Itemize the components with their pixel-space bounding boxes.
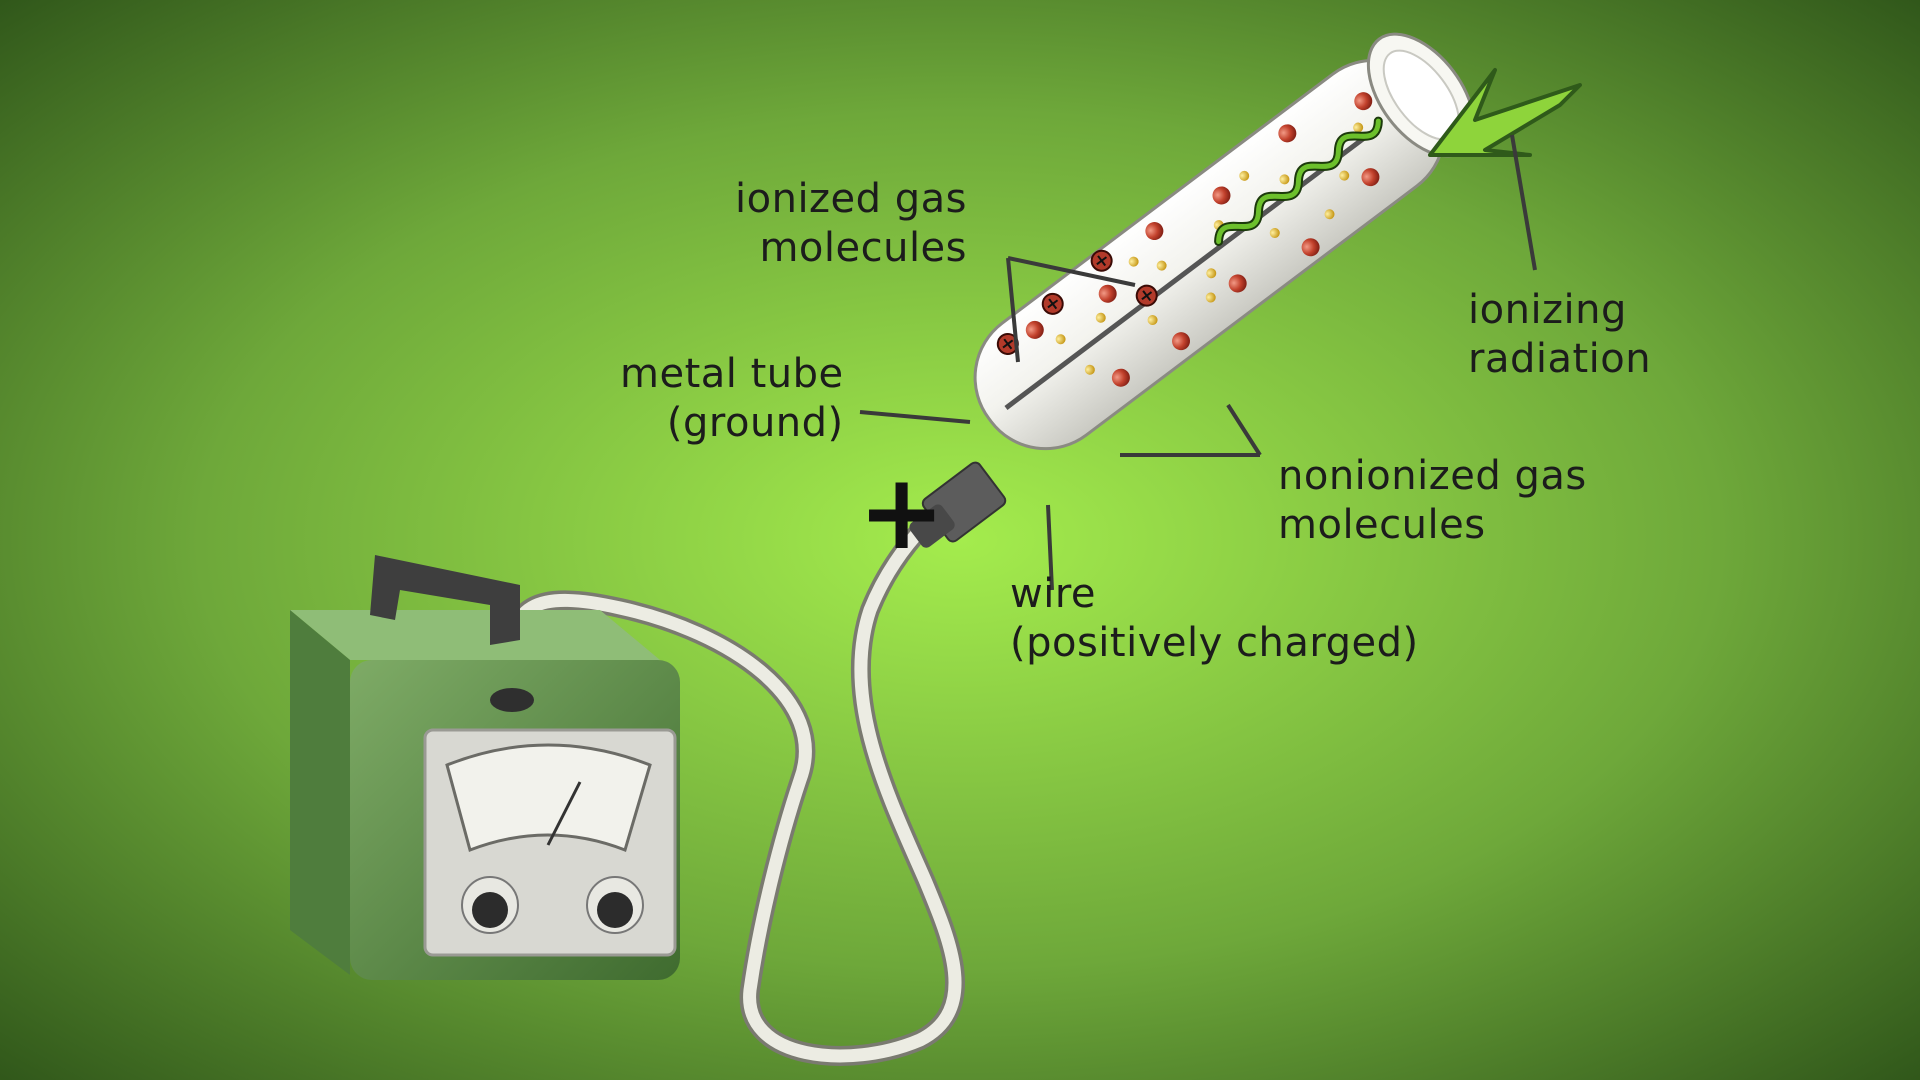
metal-tube bbox=[973, 32, 1476, 451]
leader-lines bbox=[859, 134, 1537, 591]
metal-tube-label: metal tube (ground) bbox=[620, 351, 844, 446]
ion-markers bbox=[996, 249, 1158, 355]
gas-molecules bbox=[1025, 92, 1380, 387]
tube-connector bbox=[909, 461, 1007, 548]
ionized-gas-label: ionized gas molecules bbox=[735, 176, 968, 271]
cable-port bbox=[490, 688, 534, 712]
positive-terminal-plus: + bbox=[858, 451, 946, 573]
meter-icon bbox=[445, 743, 652, 852]
cable-highlight bbox=[505, 498, 962, 1063]
radiation-arrow-icon bbox=[1428, 68, 1582, 157]
device-handle bbox=[370, 555, 520, 645]
device-front-body bbox=[290, 610, 350, 975]
device-top bbox=[290, 610, 660, 660]
wire bbox=[1004, 135, 1367, 410]
counter-device bbox=[290, 555, 680, 980]
wire-label: wire (positively charged) bbox=[1010, 571, 1419, 666]
ionizing-radiation-label: ionizing radiation bbox=[1468, 287, 1652, 382]
knob-icon bbox=[461, 876, 644, 934]
nonionized-gas-label: nonionized gas molecules bbox=[1278, 453, 1587, 548]
